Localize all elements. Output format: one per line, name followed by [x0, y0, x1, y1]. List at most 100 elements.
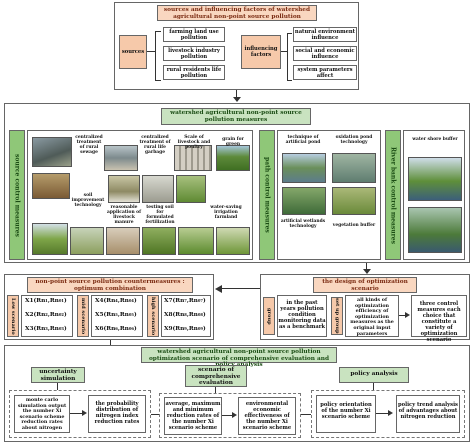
col3-item-1: policy orientation of the number Xi scen…: [316, 395, 376, 433]
col2-label-box: scenario of comprehensive evaluation: [185, 365, 247, 387]
design-right-text: three control measures each choice that …: [417, 301, 461, 343]
col1-label: uncertainty simulation: [39, 369, 77, 382]
col3-label: policy analysis: [350, 371, 398, 377]
photo-soil-testing: [142, 175, 174, 203]
design-mid-label: set up group: [334, 298, 340, 334]
photo-field-4: [142, 227, 176, 255]
caption-soil: soil improvement technology: [71, 193, 105, 208]
sources-label-box: sources: [119, 35, 147, 69]
scenario-high-label-box: high scenario: [147, 295, 159, 337]
caption-irrigation: water-saving irrigation farmland: [210, 205, 242, 220]
measures-section: watershed agricultural non-point source …: [4, 103, 470, 263]
countermeasures-title-text: non-point source pollution countermeasur…: [35, 279, 185, 292]
caption-sewage: centralized treatment of rural sewage: [75, 135, 103, 155]
photo-oxidation-pond: [332, 153, 376, 183]
source-item-3: rural residents life pollution: [163, 65, 225, 80]
top-section: sources and influencing factors of water…: [114, 2, 359, 90]
measures-title: watershed agricultural non-point source …: [161, 108, 311, 125]
factor-item-1: natural environment influence: [293, 27, 357, 42]
scenario-high-item-1: X7(Rn₇,Rn₀₇): [164, 298, 206, 304]
arrow-head-2: [363, 269, 371, 274]
arrow-shaft-3: [222, 288, 260, 289]
col2-label: scenario of comprehensive evaluation: [191, 367, 241, 387]
photo-manure: [108, 175, 140, 203]
scenario-low-item-2: X2(Rn₂,Rn₀₂): [25, 312, 67, 318]
photo-shore-2: [408, 207, 462, 253]
col1-panel: monte carlo simulation output the number…: [9, 390, 151, 438]
design-arrow-head: [405, 312, 410, 318]
caption-livestock: Scale of livestock and poultry: [177, 135, 211, 150]
scenario-high-item-3: X9(Rn₉,Rn₀₉): [164, 326, 206, 332]
design-mid-text-box: all kinds of optimization efficiency of …: [345, 295, 399, 337]
caption-artificial-pond: technique of artificial pond: [285, 135, 321, 145]
design-left-text: in the past years pollution condition mo…: [278, 300, 326, 330]
design-title-text: the design of optimization scenario: [322, 279, 408, 292]
factors-bracket: [287, 33, 292, 81]
arrow-shaft-1: [236, 90, 237, 99]
path-control-panel: technique of artificial pond oxidation p…: [277, 130, 381, 260]
photo-garbage: [104, 145, 138, 171]
design-section: the design of optimization scenario grou…: [260, 274, 470, 343]
scenario-low-item-1: X1(Rn₁,Rn₀₁): [25, 298, 67, 304]
scenario-low-label-box: Low scenario: [7, 295, 19, 337]
design-left-text-box: in the past years pollution condition mo…: [277, 295, 327, 337]
factor-item-2: social and economic influence: [293, 46, 357, 61]
col1-item-2: the probability distribution of nitrogen…: [88, 395, 146, 433]
sources-label: sources: [121, 49, 145, 55]
factors-label-box: influencing factors: [241, 35, 281, 69]
river-control-label: River bank control measures: [389, 146, 397, 244]
bottom-section: watershed agricultural non-point source …: [4, 345, 470, 442]
countermeasures-section: non-point source pollution countermeasur…: [4, 274, 214, 340]
path-control-label: path control measures: [263, 157, 271, 233]
photo-field-6: [216, 227, 250, 255]
arrow-shaft-2: [366, 263, 367, 271]
source-item-1: farming land use pollution: [163, 27, 225, 42]
river-control-label-box: River bank control measures: [385, 130, 401, 260]
photo-field-2: [70, 227, 104, 255]
scenario-mid-item-3: X6(Rn₆,Rn₀₆): [95, 326, 137, 332]
scenario-mid-item-1: X4(Rn₄,Rn₀₄): [95, 298, 137, 304]
scenario-high-item-2: X8(Rn₈,Rn₀₈): [164, 312, 206, 318]
scenario-low-panel: X1(Rn₁,Rn₀₁) X2(Rn₂,Rn₀₂) X3(Rn₃,Rn₀₃): [21, 295, 73, 337]
caption-grain-green: grain for green: [222, 137, 244, 147]
col1-label-box: uncertainty simulation: [31, 367, 85, 383]
col2-item-2: environmental economic effectiveness of …: [238, 397, 296, 435]
top-title: sources and influencing factors of water…: [157, 5, 317, 21]
photo-livestock: [174, 145, 212, 171]
scenario-mid-item-2: X5(Rn₅,Rn₀₅): [95, 312, 137, 318]
arrow-head-1: [233, 97, 241, 102]
path-control-label-box: path control measures: [259, 130, 275, 260]
design-left-label-box: group: [263, 297, 275, 335]
design-right-text-box: three control measures each choice that …: [411, 295, 467, 343]
col2-panel: average, maximum and minimum reduction r…: [159, 393, 301, 438]
caption-manure: reasonable application of livestock manu…: [106, 205, 141, 225]
scenario-low-item-3: X3(Rn₃,Rn₀₃): [25, 326, 67, 332]
source-control-label: source control measures: [13, 153, 21, 237]
source-control-label-box: source control measures: [9, 130, 25, 260]
caption-oxidation-pond: oxidation pond technology: [335, 135, 373, 145]
design-mid-label-box: set up group: [331, 297, 343, 335]
scenario-high-panel: X7(Rn₇,Rn₀₇) X8(Rn₈,Rn₀₈) X9(Rn₉,Rn₀₉): [161, 295, 211, 337]
factors-label: influencing factors: [244, 46, 278, 58]
photo-irrigation: [176, 175, 206, 203]
scenario-high-label: high scenario: [150, 296, 156, 336]
factor-item-3: system parameters affect: [293, 65, 357, 80]
col3-item-2: policy trend analysis of advantages abou…: [396, 395, 460, 433]
measures-title-text: watershed agricultural non-point source …: [170, 110, 302, 123]
scenario-mid-label-box: mid scenario: [77, 295, 89, 337]
col3-panel: policy orientation of the number Xi scen…: [311, 390, 465, 438]
caption-vegetation: vegetation buffer: [332, 223, 376, 228]
bottom-title: watershed agricultural non-point source …: [141, 347, 337, 368]
photo-soil: [32, 173, 70, 199]
photo-field-5: [178, 227, 214, 255]
photo-vegetation: [332, 187, 376, 215]
caption-water-shore: water shore buffer: [412, 137, 458, 142]
river-control-panel: water shore buffer: [403, 130, 465, 260]
scenario-low-label: Low scenario: [10, 297, 16, 335]
col1-item-1: monte carlo simulation output the number…: [14, 395, 70, 433]
sources-bracket: [155, 31, 161, 81]
design-mid-text: all kinds of optimization efficiency of …: [350, 297, 394, 337]
caption-soil-testing: testing soil for formulated fertilizatio…: [145, 205, 175, 225]
scenario-mid-panel: X4(Rn₄,Rn₀₄) X5(Rn₅,Rn₀₅) X6(Rn₆,Rn₀₆): [91, 295, 143, 337]
caption-garbage: centralized treatment of rural life garb…: [139, 135, 171, 155]
